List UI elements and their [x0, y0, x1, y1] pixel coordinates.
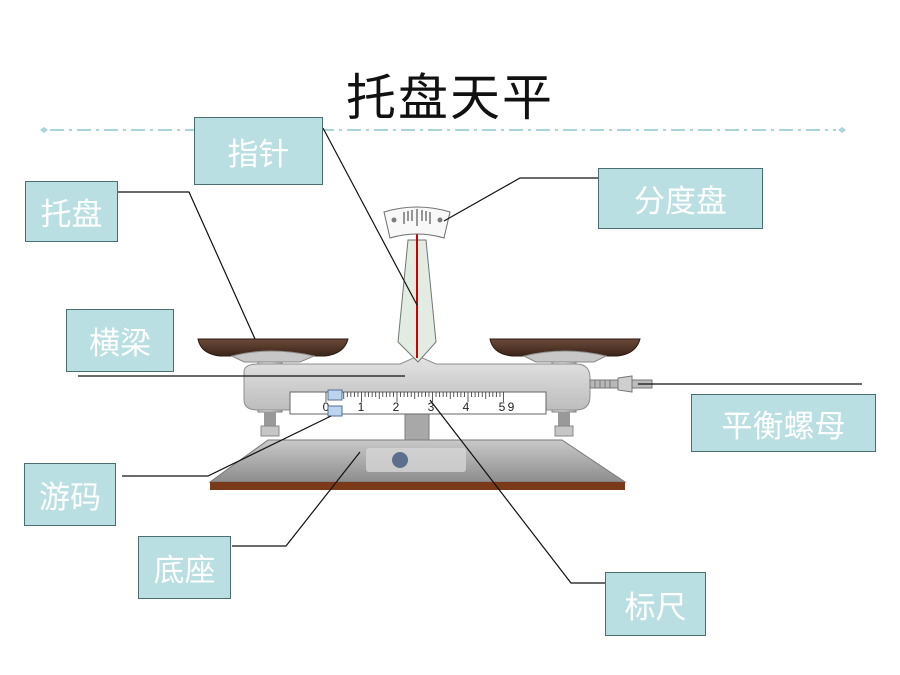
scale-plate-label: 分度盘: [598, 168, 763, 229]
leader-lines: [78, 127, 862, 584]
right-pan: [489, 338, 641, 363]
pointer: [397, 220, 437, 363]
ruler-tick-label: 5: [499, 400, 506, 414]
balance-nut-label: 平衡螺母: [691, 394, 876, 452]
pointer-label: 指针: [194, 117, 323, 185]
title-divider: [40, 127, 846, 133]
left-pan: [197, 338, 349, 363]
ruler-tick-label: 9: [508, 400, 515, 414]
page-title: 托盘天平: [346, 69, 554, 127]
ruler-tick-label: 0: [323, 400, 330, 414]
ruler-tick-label: 2: [393, 400, 400, 414]
ruler-tick-label: 4: [463, 400, 470, 414]
ruler-tick-label: 1: [358, 400, 365, 414]
base: [208, 439, 627, 490]
rider: [327, 389, 343, 417]
scale-plate: [383, 206, 451, 239]
pan-label: 托盘: [25, 181, 118, 242]
beam-label: 横梁: [66, 309, 174, 372]
ruler-tick-label: 3: [428, 400, 435, 414]
rider-label: 游码: [24, 463, 116, 526]
brand-logo-icon: [366, 448, 466, 472]
base-label: 底座: [138, 536, 231, 599]
ruler-label: 标尺: [605, 572, 706, 636]
